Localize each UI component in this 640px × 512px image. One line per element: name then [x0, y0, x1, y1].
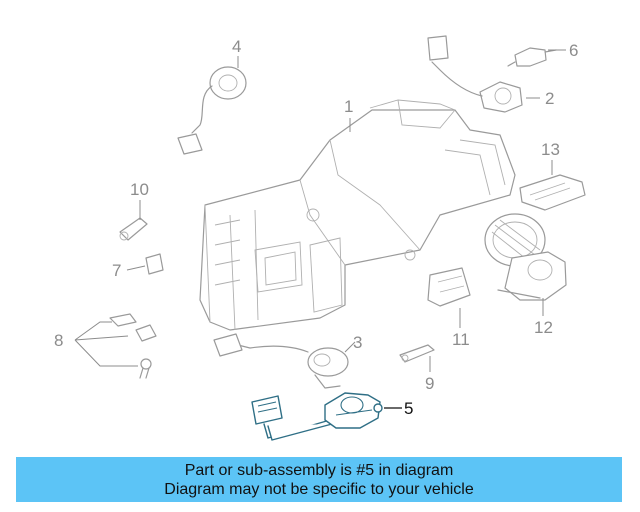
part-11-resistor [427, 267, 471, 307]
callout-7: 7 [112, 261, 121, 280]
banner-line-disclaimer: Diagram may not be specific to your vehi… [164, 480, 474, 498]
callouts: 1 2 3 4 5 6 7 8 9 10 11 12 13 [54, 37, 578, 418]
callout-11: 11 [452, 330, 470, 349]
part-6-sensor [507, 47, 557, 67]
callout-13: 13 [541, 140, 560, 159]
part-12-blower-motor [484, 213, 567, 301]
callout-5: 5 [404, 399, 413, 418]
part-5-highlighted-actuator [251, 392, 383, 441]
banner-line-part-number: Part or sub-assembly is #5 in diagram [184, 461, 454, 479]
part-9-lever [399, 344, 435, 363]
part-4-harness [177, 66, 247, 155]
part-3-actuator [213, 333, 349, 389]
part-10-bracket [119, 217, 148, 241]
callout-4: 4 [232, 37, 241, 56]
callout-8: 8 [54, 331, 63, 350]
callout-12: 12 [534, 318, 553, 337]
part-2-actuator [427, 35, 523, 113]
parts-diagram: 1 2 3 4 5 6 7 8 9 10 11 12 13 [54, 35, 586, 441]
callout-9: 9 [425, 374, 434, 393]
callout-3: 3 [353, 333, 362, 352]
callout-6: 6 [569, 41, 578, 60]
leader-lines [74, 49, 566, 409]
callout-2: 2 [545, 89, 554, 108]
part-8-fasteners [109, 313, 157, 379]
part-1-hvac-housing [199, 99, 516, 331]
callout-1: 1 [344, 97, 353, 116]
part-7-clip [145, 253, 164, 275]
info-banner: Part or sub-assembly is #5 in diagram Di… [16, 457, 622, 502]
part-13-module [519, 174, 586, 211]
callout-10: 10 [130, 180, 149, 199]
